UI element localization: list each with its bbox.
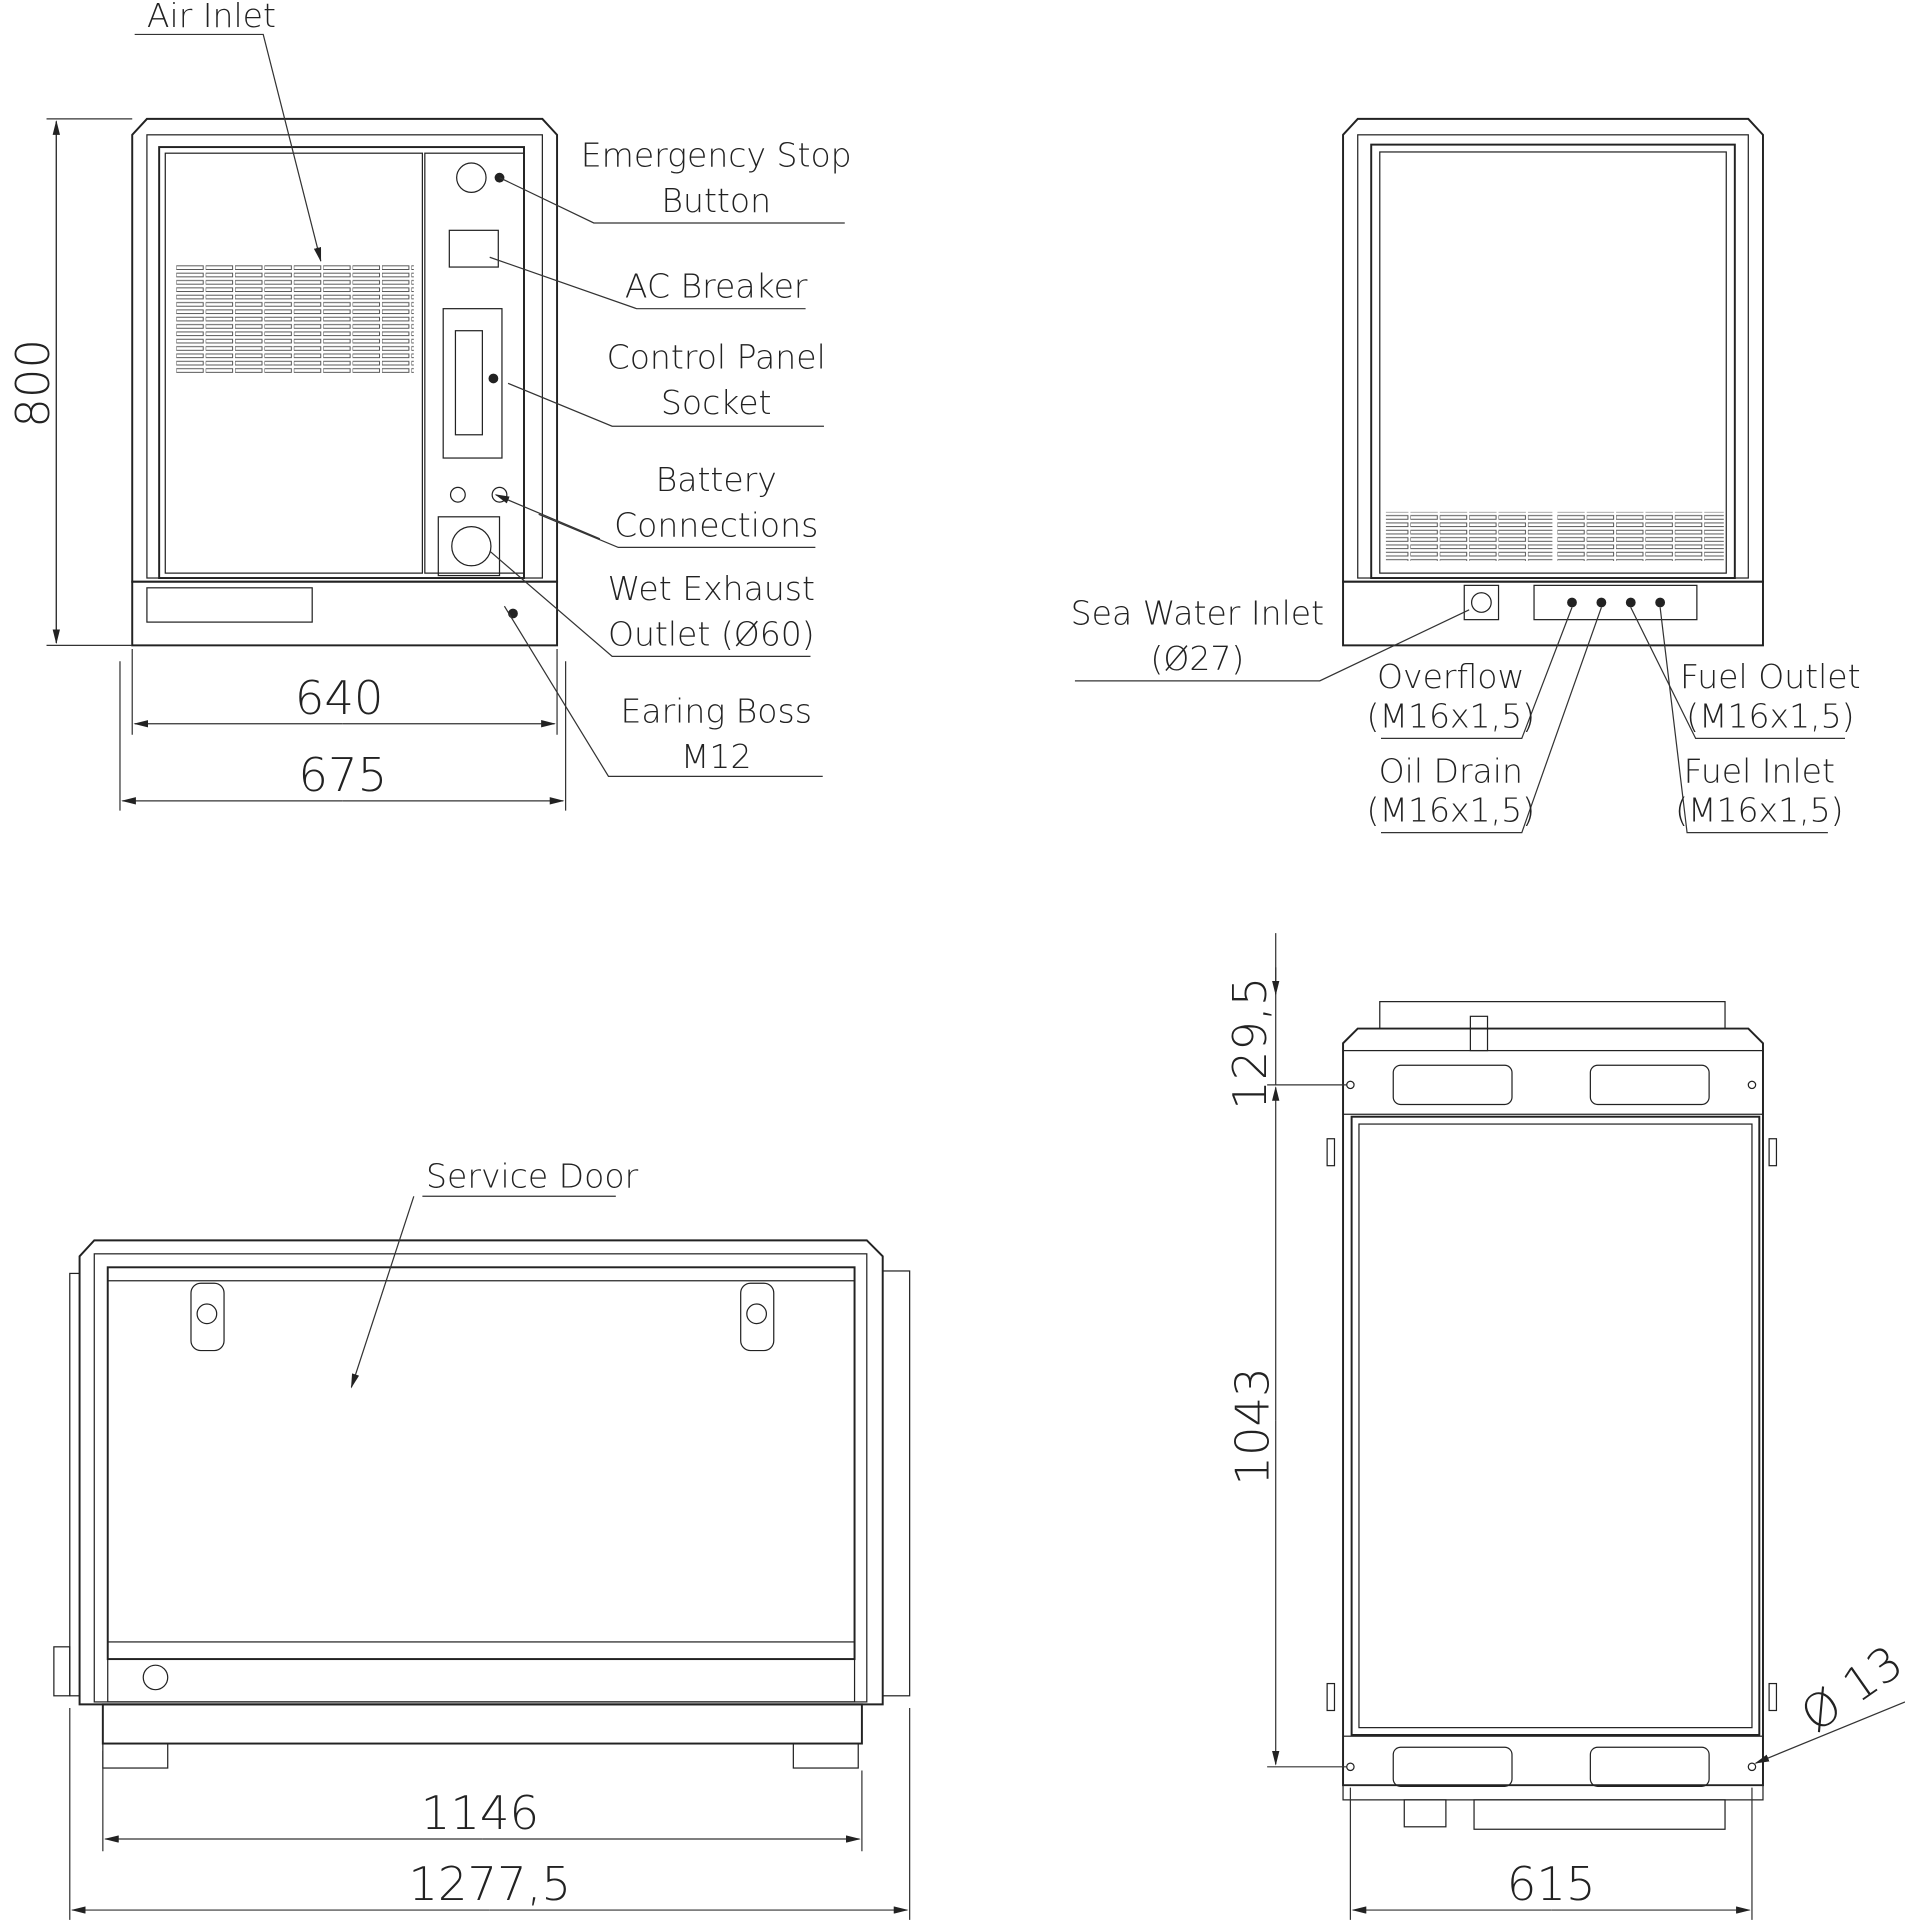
louvers (175, 263, 414, 374)
sea-water-inlet-label: Sea Water Inlet (1071, 594, 1324, 633)
control-panel-socket-label-2: Socket (661, 383, 772, 422)
overflow-label-2: (M16x1,5) (1367, 696, 1535, 735)
fuel-outlet-label: Fuel Outlet (1680, 657, 1861, 696)
door-latch-icon (190, 1282, 225, 1352)
battery-label-2: Connections (614, 505, 818, 544)
sea-water-inlet-label-2: (Ø27) (1150, 639, 1244, 678)
base (131, 580, 559, 647)
earing-boss-label: Earing Boss (620, 691, 811, 730)
height-dimension: 800 (6, 339, 60, 428)
control-panel-socket-label: Control Panel (607, 338, 826, 377)
front-view: Air Inlet Emergency Stop Button AC Break… (6, 0, 852, 811)
wet-exhaust-label: Wet Exhaust (608, 569, 815, 608)
emergency-stop-label-2: Button (661, 181, 771, 220)
battery-label: Battery (656, 460, 777, 499)
exhaust-outlet-icon (451, 525, 492, 567)
ac-breaker-icon (448, 229, 499, 268)
fuel-outlet-label-2: (M16x1,5) (1686, 696, 1854, 735)
door-latch-icon (740, 1282, 775, 1352)
control-strip (424, 152, 525, 574)
top-view: 129,5 1043 615 Ø 13 (1223, 933, 1905, 1920)
emergency-stop-icon (456, 162, 487, 193)
inner-width-dimension: 640 (295, 671, 384, 725)
fuel-inlet-label: Fuel Inlet (1684, 751, 1835, 790)
outer-length-dimension: 1277,5 (408, 1857, 571, 1911)
width-dimension: 615 (1507, 1857, 1596, 1911)
overflow-label: Overflow (1377, 657, 1525, 696)
oil-drain-label: Oil Drain (1379, 751, 1523, 790)
fuel-inlet-label-2: (M16x1,5) (1675, 791, 1843, 830)
top-offset-dimension: 129,5 (1223, 977, 1277, 1110)
control-socket-icon (442, 308, 503, 459)
sea-water-inlet-icon (1470, 592, 1492, 613)
length-dimension: 1043 (1225, 1367, 1279, 1485)
outer-width-dimension: 675 (298, 748, 387, 802)
wet-exhaust-label-2: Outlet (Ø60) (608, 614, 815, 653)
oil-drain-label-2: (M16x1,5) (1367, 791, 1535, 830)
side-view: Service Door 1146 1277,5 (53, 1157, 911, 1920)
earing-boss-label-2: M12 (681, 737, 752, 776)
inner-length-dimension: 1146 (421, 1786, 539, 1840)
hole-diameter-dimension: Ø 13 (1791, 1635, 1905, 1743)
service-door-label: Service Door (426, 1157, 639, 1196)
service-door (106, 1266, 856, 1661)
air-inlet-label: Air Inlet (147, 0, 276, 35)
emergency-stop-label: Emergency Stop (581, 136, 852, 175)
ac-breaker-label: AC Breaker (625, 267, 808, 306)
rear-view: Sea Water Inlet (Ø27) Overflow (M16x1,5)… (1071, 117, 1861, 834)
